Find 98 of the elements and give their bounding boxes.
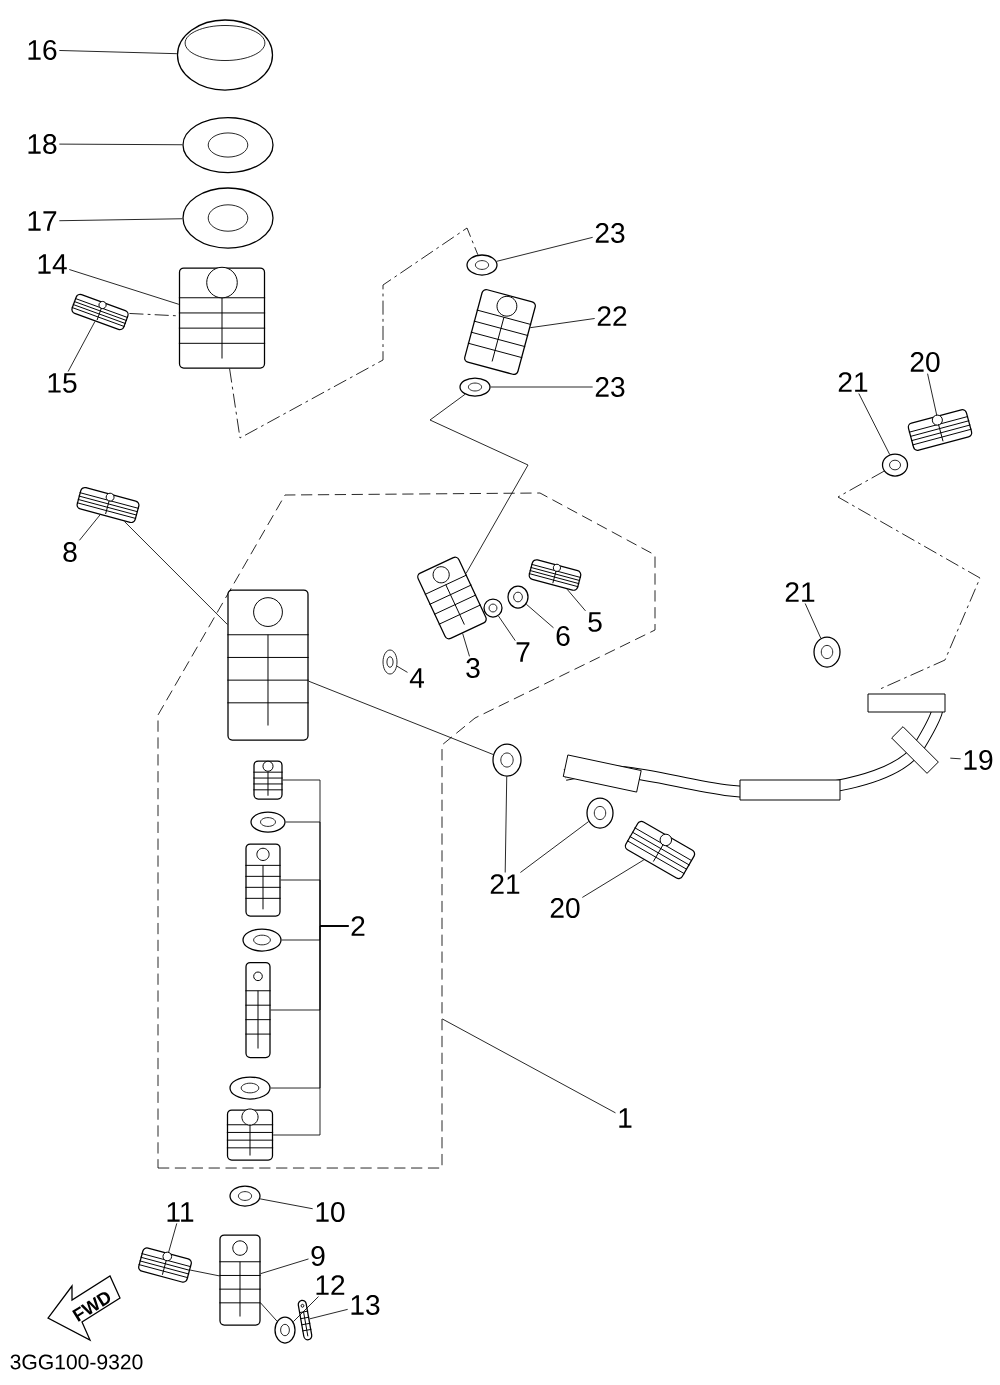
piston-drawing: [244, 843, 282, 917]
leader-line: [79, 514, 101, 541]
leader-line: [581, 859, 645, 898]
seal-drawing: [242, 928, 282, 952]
leader-line: [490, 386, 594, 388]
leader-line: [168, 1222, 178, 1254]
leader-line: [58, 218, 183, 222]
leader-line: [260, 1258, 309, 1275]
callout-number: 22: [597, 306, 627, 326]
leader-line: [259, 1198, 314, 1210]
bolt-drawing: [71, 293, 129, 331]
leader-line: [441, 1018, 616, 1114]
hose-clamp-drawing: [466, 254, 498, 276]
leader-line: [272, 925, 349, 1136]
callout-number: 18: [28, 134, 57, 154]
leader-line: [498, 615, 516, 642]
assembly-line: [429, 393, 529, 574]
cylinder-body-drawing: [226, 589, 310, 741]
leader-line: [504, 776, 508, 873]
cotter-pin-drawing: [297, 1299, 313, 1341]
assembly-line: [124, 521, 228, 625]
spring-drawing: [252, 760, 284, 800]
assembly-line: [837, 470, 981, 691]
washer-drawing: [507, 585, 529, 609]
washer-drawing: [586, 797, 614, 829]
cup-drawing: [250, 811, 286, 833]
diaphragm-drawing: [182, 187, 274, 249]
assembly-outline: [157, 492, 656, 1169]
callout-number: 19: [964, 750, 993, 770]
leader-line: [67, 321, 96, 372]
circlip-drawing: [229, 1076, 271, 1100]
leader-line: [529, 318, 596, 329]
callout-number: 9: [311, 1246, 325, 1266]
clevis-drawing: [218, 1234, 262, 1326]
callout-number: 21: [785, 582, 815, 602]
reservoir-drawing: [178, 266, 266, 369]
leader-line: [566, 588, 586, 612]
callout-number: 3: [466, 658, 480, 678]
leader-line: [309, 1308, 349, 1320]
leader-line: [462, 633, 470, 657]
assembly-line: [189, 1269, 220, 1277]
callout-number: 15: [48, 373, 77, 393]
callout-number: 23: [595, 223, 625, 243]
push-rod-drawing: [244, 961, 272, 1059]
cap-plate-drawing: [182, 116, 274, 174]
callout-number: 8: [63, 542, 77, 562]
leader-line: [396, 665, 408, 673]
boot-drawing: [226, 1108, 274, 1161]
callout-number: 20: [910, 352, 940, 372]
callout-number: 23: [595, 377, 625, 397]
leader-line: [858, 393, 891, 455]
callout-number: 2: [351, 916, 365, 936]
callout-number: 5: [588, 612, 602, 632]
nut-drawing: [229, 1185, 261, 1207]
callout-number: 13: [351, 1295, 380, 1315]
callout-number: 10: [316, 1202, 345, 1222]
assembly-line: [308, 680, 494, 755]
o-ring-drawing: [382, 649, 398, 675]
callout-number: 7: [516, 642, 530, 662]
circlip-drawing: [483, 598, 503, 618]
callout-number: 4: [409, 668, 424, 688]
callout-number: 14: [38, 254, 67, 274]
callout-number: 17: [28, 211, 57, 231]
screw-drawing: [528, 559, 582, 591]
pin-drawing: [138, 1247, 192, 1283]
callout-number: 12: [316, 1275, 345, 1295]
brake-hose-drawing: [562, 693, 946, 801]
leader-line: [519, 821, 589, 873]
part-code: 3GG100-9320: [10, 1354, 143, 1370]
leader-line: [927, 373, 938, 417]
callout-number: 16: [28, 40, 57, 60]
callout-number: 1: [619, 1108, 632, 1128]
washer-drawing: [881, 453, 909, 477]
reservoir-cap-drawing: [176, 19, 274, 91]
callout-number: 11: [167, 1202, 194, 1222]
hose-clamp-drawing: [459, 377, 491, 397]
washer-drawing: [492, 743, 522, 777]
callout-number: 21: [490, 874, 520, 894]
washer-drawing: [274, 1316, 296, 1344]
union-bolt-drawing: [907, 409, 973, 451]
leader-line: [804, 603, 822, 639]
leader-line: [496, 236, 594, 262]
leader-line: [525, 603, 554, 629]
callout-number: 6: [556, 626, 570, 646]
callout-number: 20: [550, 898, 580, 918]
leader-line: [58, 50, 178, 55]
washer-drawing: [813, 636, 841, 668]
hose-drawing: [464, 289, 536, 376]
assembly-line: [260, 1302, 278, 1322]
assembly-line: [229, 227, 479, 439]
callout-number: 21: [838, 372, 868, 392]
hose-joint-drawing: [417, 556, 487, 640]
leader-line: [949, 757, 962, 760]
union-bolt-drawing: [626, 827, 693, 875]
leader-line: [292, 1296, 319, 1323]
leader-line: [68, 269, 180, 305]
bolt-drawing: [76, 486, 140, 524]
leader-line: [58, 143, 183, 146]
